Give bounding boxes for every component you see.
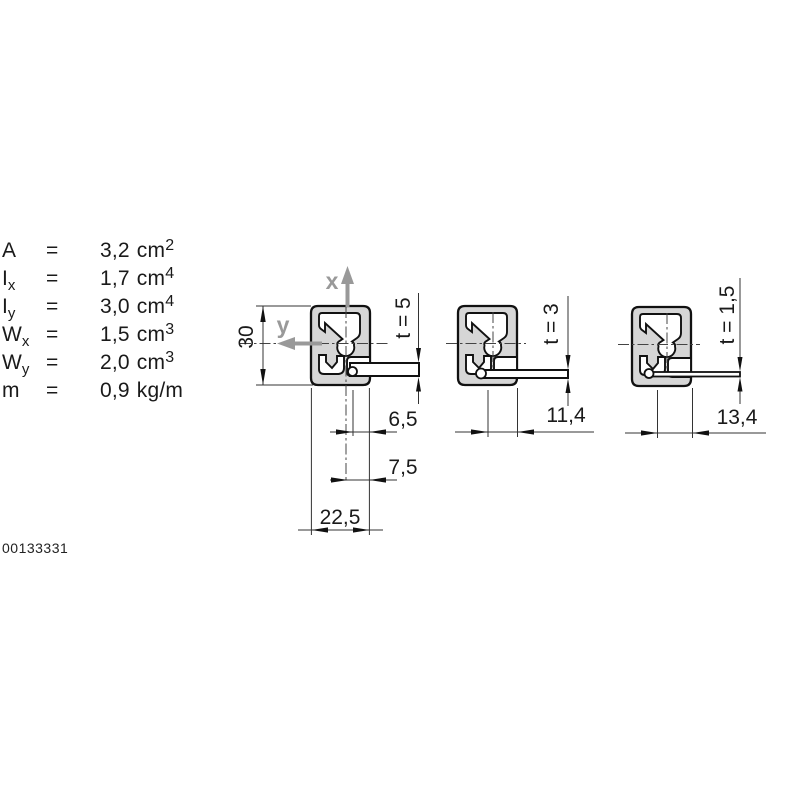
property-exponent: 3 (165, 321, 175, 338)
equals-sign: = (46, 379, 59, 402)
property-unit: cm (136, 323, 166, 346)
property-row-A: A = 3,2 cm2 (2, 237, 183, 265)
equals-sign: = (46, 295, 59, 318)
clamp-tab (349, 362, 420, 377)
tab-bead (475, 367, 487, 380)
profile-view-1: x y 30 t = 5 (235, 266, 421, 535)
dim-7-5 (330, 477, 397, 483)
property-value: 3,0 (100, 295, 130, 318)
property-symbol: A (2, 239, 17, 262)
property-symbol: I (2, 267, 8, 290)
clamp-tab (482, 369, 569, 379)
property-symbol: W (2, 351, 22, 374)
property-exponent: 4 (165, 293, 175, 310)
dim-t5 (416, 293, 421, 404)
property-exponent: 2 (165, 237, 175, 254)
property-value: 1,5 (100, 323, 130, 346)
dim-t1-5-label: t = 1,5 (716, 286, 739, 345)
dim-22-5-label: 22,5 (320, 506, 361, 529)
dim-t3 (565, 296, 571, 406)
equals-sign: = (46, 351, 59, 374)
property-unit: cm (136, 351, 166, 374)
property-unit: kg/m (136, 379, 184, 402)
profile-view-3: t = 1,5 13,4 (618, 278, 766, 438)
property-value: 2,0 (100, 351, 130, 374)
dim-30-label: 30 (235, 325, 258, 348)
equals-sign: = (46, 323, 59, 346)
dim-13-4 (625, 388, 766, 438)
dim-13-4-label: 13,4 (717, 406, 758, 429)
property-exponent: 4 (165, 265, 175, 282)
x-axis-arrow (341, 266, 354, 307)
property-symbol: I (2, 295, 8, 318)
clamp-tab (650, 371, 741, 378)
dim-22-5 (298, 527, 383, 533)
dim-t1-5 (737, 278, 743, 404)
property-value: 1,7 (100, 267, 130, 290)
dim-t3-label: t = 3 (540, 303, 563, 344)
dim-30 (256, 305, 313, 386)
y-axis-arrow (277, 337, 322, 350)
property-unit: cm (136, 239, 166, 262)
property-row-m: m = 0,9 kg/m (2, 377, 183, 405)
dim-11-4-label: 11,4 (546, 404, 586, 427)
drawing-number: 00133331 (2, 540, 69, 556)
dim-6-5-label: 6,5 (388, 408, 417, 431)
dim-6-5 (330, 429, 397, 435)
property-unit: cm (136, 267, 166, 290)
dim-7-5-label: 7,5 (388, 456, 417, 479)
property-value: 0,9 (100, 379, 130, 402)
property-value: 3,2 (100, 239, 130, 262)
equals-sign: = (46, 239, 59, 262)
property-unit: cm (136, 295, 166, 318)
property-symbol: W (2, 323, 22, 346)
equals-sign: = (46, 267, 59, 290)
tab-bead (643, 368, 655, 379)
property-symbol: m (2, 379, 20, 402)
property-exponent: 3 (165, 349, 175, 366)
axis-x-label: x (326, 268, 339, 294)
dim-t5-label: t = 5 (392, 297, 415, 338)
profile-view-2: t = 3 11,4 (446, 296, 594, 437)
axis-y-label: y (277, 312, 290, 338)
tab-bead (347, 366, 358, 377)
extension-lines (310, 388, 370, 535)
dim-11-4 (455, 388, 594, 437)
